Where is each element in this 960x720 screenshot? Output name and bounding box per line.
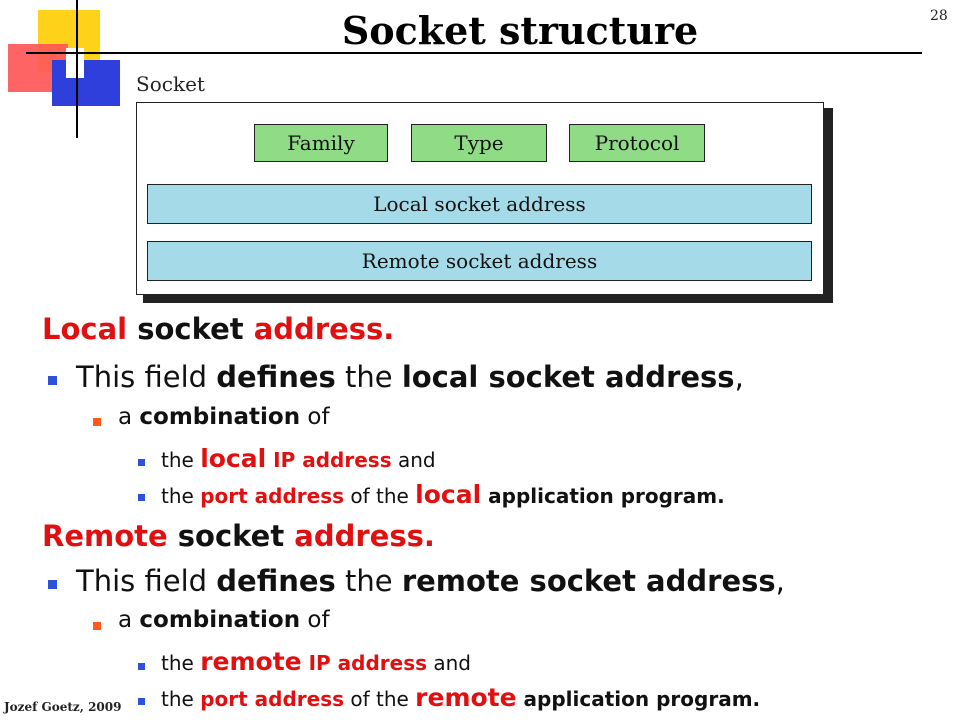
text-run: of the <box>344 484 416 508</box>
text-run: remote <box>415 683 517 712</box>
text-run: the <box>161 651 201 675</box>
text-run: local socket address <box>401 360 735 394</box>
text-run: the <box>335 360 402 394</box>
text-run: combination <box>139 607 301 633</box>
text-run: This field <box>76 360 217 394</box>
local-port-line: the port address of the local applicatio… <box>161 480 725 509</box>
text-run: , <box>775 564 785 598</box>
text-run: the <box>161 448 201 472</box>
local-heading: Local socket address. <box>42 312 394 346</box>
heading-word: Local <box>42 312 128 346</box>
bullet-icon <box>138 698 145 705</box>
bullet-icon <box>48 376 57 385</box>
heading-word: address. <box>253 312 395 346</box>
field-protocol: Protocol <box>569 124 705 162</box>
slide-number: 28 <box>930 8 948 24</box>
field-remote-socket-address: Remote socket address <box>147 241 812 281</box>
heading-word: socket <box>167 519 295 553</box>
field-type: Type <box>411 124 547 162</box>
remote-heading: Remote socket address. <box>42 519 435 553</box>
heading-word: Remote <box>42 519 168 553</box>
text-run: local <box>415 480 482 509</box>
bullet-icon <box>138 663 145 670</box>
local-combination: a combination of <box>118 404 330 430</box>
text-run: remote <box>200 647 302 676</box>
text-run: the <box>335 564 402 598</box>
text-run: application program. <box>516 687 761 711</box>
title-rule <box>26 52 922 54</box>
text-run: of <box>300 607 330 633</box>
remote-combination: a combination of <box>118 607 330 633</box>
remote-port-line: the port address of the remote applicati… <box>161 683 760 712</box>
heading-word: socket <box>127 312 254 346</box>
corner-vertical-rule <box>76 0 78 138</box>
remote-definition: This field defines the remote socket add… <box>76 564 785 598</box>
text-run: and <box>427 651 471 675</box>
text-run: combination <box>139 404 301 430</box>
heading-word: address. <box>294 519 435 553</box>
remote-ip-line: the remote IP address and <box>161 647 471 676</box>
text-run: This field <box>76 564 217 598</box>
text-run: application program. <box>481 484 725 508</box>
local-definition: This field defines the local socket addr… <box>76 360 744 394</box>
text-run: port address <box>200 484 344 508</box>
text-run: , <box>734 360 744 394</box>
corner-decoration-blue <box>52 60 120 106</box>
diagram-label: Socket <box>136 72 205 96</box>
slide-title: Socket structure <box>341 8 699 53</box>
field-family: Family <box>254 124 388 162</box>
text-run: local <box>200 444 267 473</box>
text-run: a <box>118 607 140 633</box>
local-ip-line: the local IP address and <box>161 444 436 473</box>
text-run: a <box>118 404 140 430</box>
text-run: defines <box>216 360 336 394</box>
text-run: of <box>300 404 330 430</box>
bullet-icon <box>93 622 101 630</box>
bullet-icon <box>138 494 145 501</box>
text-run: port address <box>200 687 344 711</box>
text-run: remote socket address <box>401 564 776 598</box>
text-run: and <box>391 448 436 472</box>
text-run: of the <box>344 687 416 711</box>
bullet-icon <box>48 580 57 589</box>
text-run: IP address <box>301 651 427 675</box>
bullet-icon <box>93 418 101 426</box>
author-credit: Jozef Goetz, 2009 <box>4 700 122 714</box>
text-run: IP address <box>266 448 392 472</box>
bullet-icon <box>138 459 145 466</box>
corner-decoration-white <box>66 48 84 78</box>
text-run: the <box>161 687 201 711</box>
text-run: defines <box>216 564 336 598</box>
field-local-socket-address: Local socket address <box>147 184 812 224</box>
text-run: the <box>161 484 201 508</box>
